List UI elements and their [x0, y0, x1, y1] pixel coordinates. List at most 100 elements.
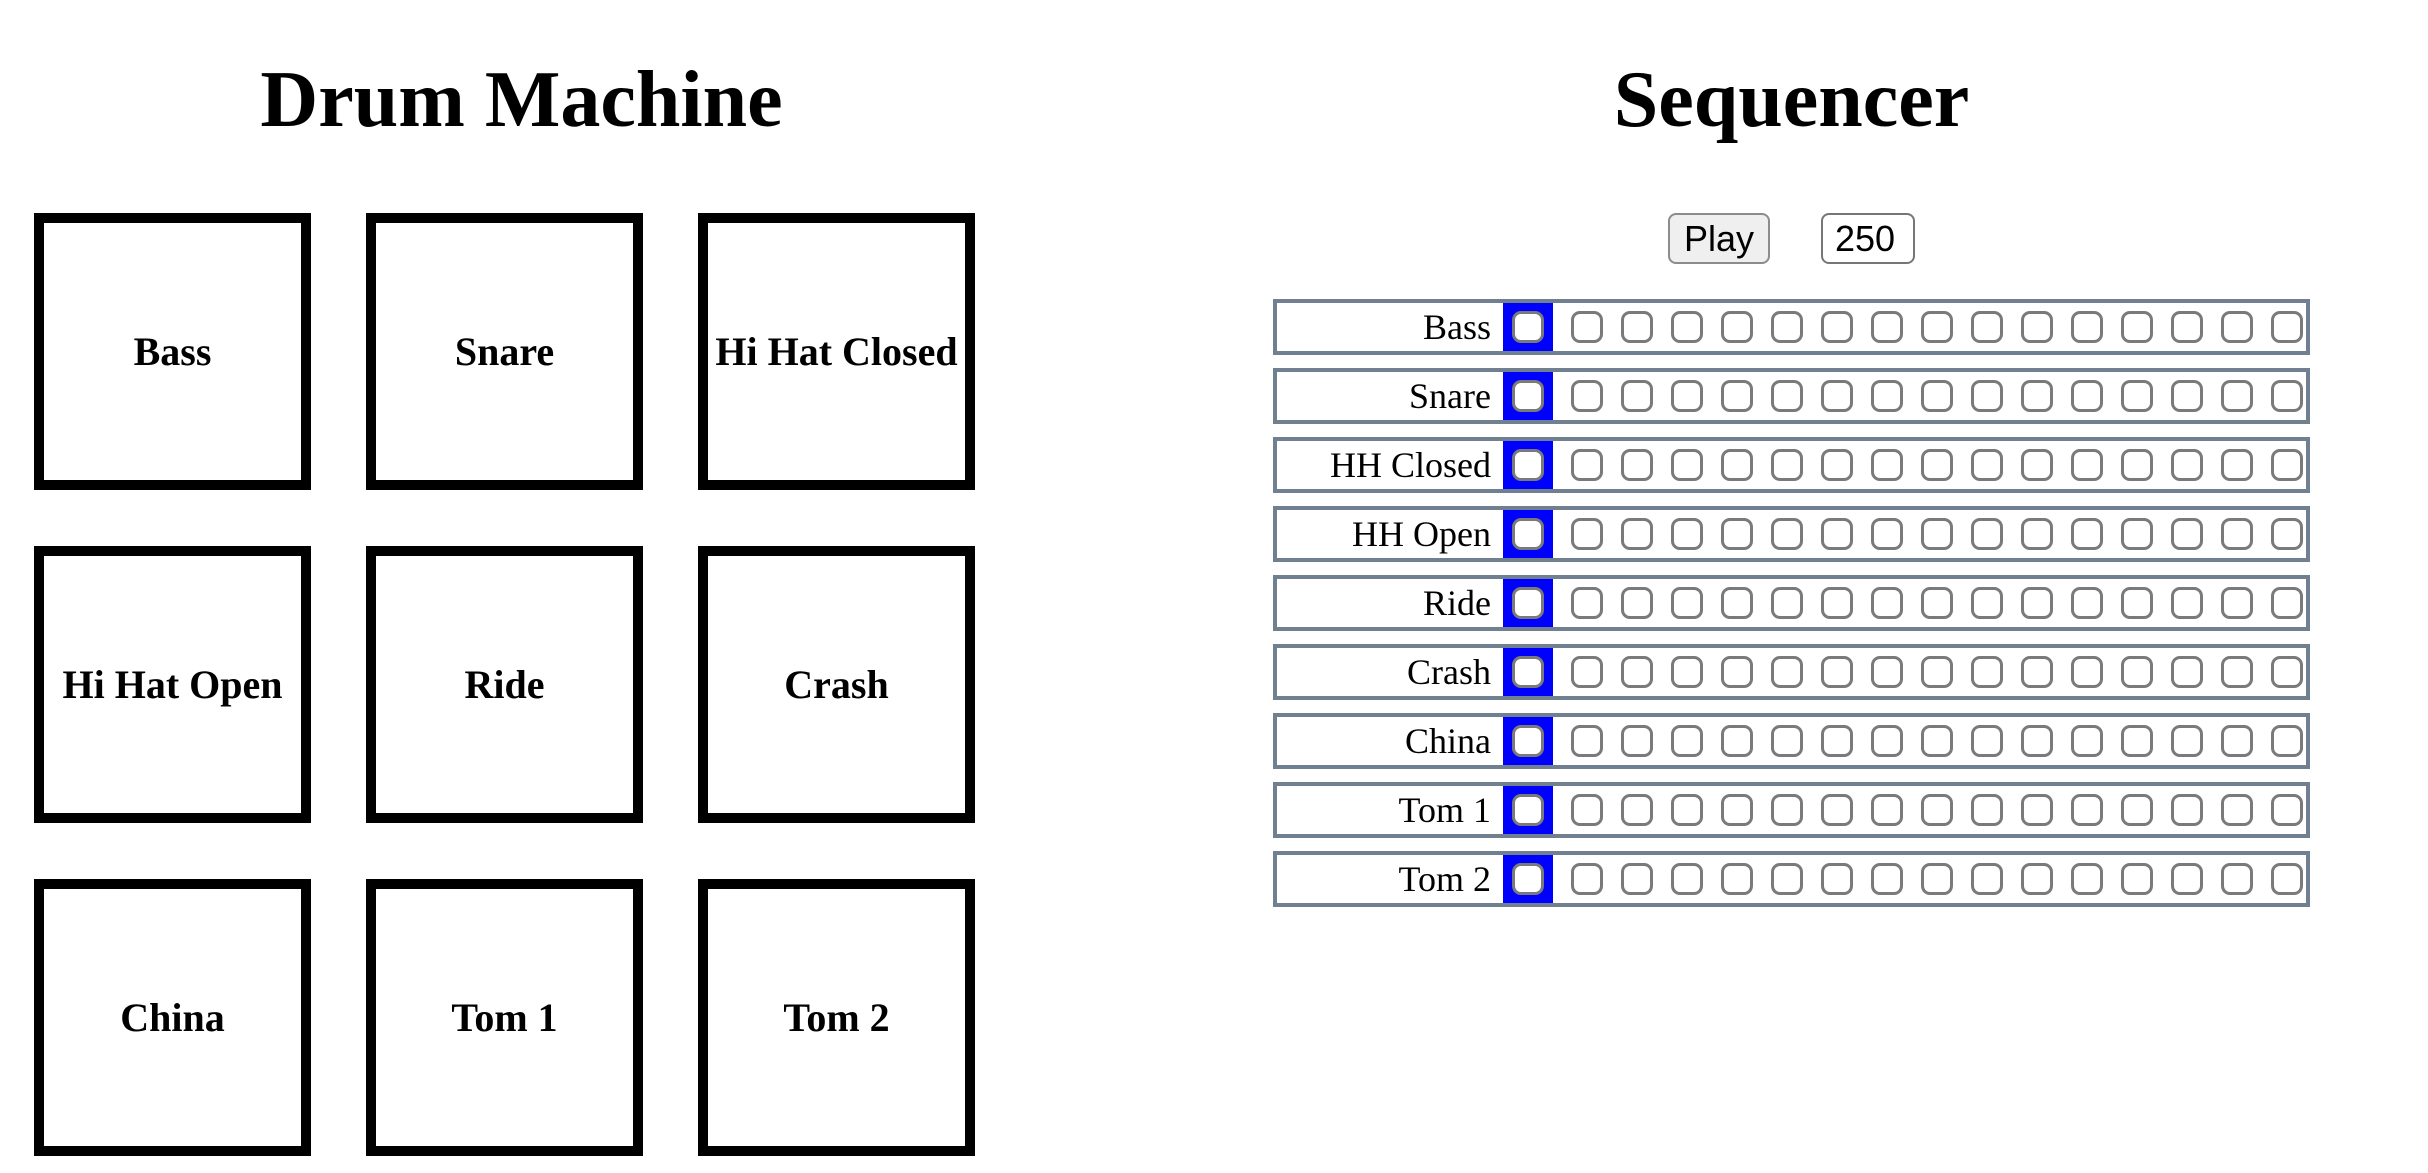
- step-checkbox[interactable]: [1621, 863, 1653, 895]
- drum-pad[interactable]: Hi Hat Open: [34, 546, 311, 823]
- step-checkbox[interactable]: [1971, 863, 2003, 895]
- step-checkbox[interactable]: [2271, 656, 2303, 688]
- step-checkbox[interactable]: [2221, 863, 2253, 895]
- step-checkbox[interactable]: [2221, 518, 2253, 550]
- step-checkbox[interactable]: [2221, 449, 2253, 481]
- step-checkbox[interactable]: [1771, 725, 1803, 757]
- step-checkbox[interactable]: [2221, 725, 2253, 757]
- step-checkbox[interactable]: [2071, 863, 2103, 895]
- step-checkbox[interactable]: [1512, 863, 1544, 895]
- step-checkbox[interactable]: [1721, 311, 1753, 343]
- step-checkbox[interactable]: [2221, 311, 2253, 343]
- step-checkbox[interactable]: [2021, 587, 2053, 619]
- step-checkbox[interactable]: [1971, 311, 2003, 343]
- step-checkbox[interactable]: [1871, 863, 1903, 895]
- step-checkbox[interactable]: [2121, 725, 2153, 757]
- step-checkbox[interactable]: [1671, 380, 1703, 412]
- step-checkbox[interactable]: [2171, 449, 2203, 481]
- step-checkbox[interactable]: [1512, 311, 1544, 343]
- step-checkbox[interactable]: [2221, 656, 2253, 688]
- step-checkbox[interactable]: [1671, 587, 1703, 619]
- step-checkbox[interactable]: [2021, 380, 2053, 412]
- step-checkbox[interactable]: [1671, 656, 1703, 688]
- step-checkbox[interactable]: [1721, 725, 1753, 757]
- step-checkbox[interactable]: [1571, 656, 1603, 688]
- drum-pad[interactable]: Ride: [366, 546, 643, 823]
- step-checkbox[interactable]: [2171, 656, 2203, 688]
- step-checkbox[interactable]: [1771, 794, 1803, 826]
- step-checkbox[interactable]: [1721, 794, 1753, 826]
- step-checkbox[interactable]: [2171, 794, 2203, 826]
- step-checkbox[interactable]: [1871, 518, 1903, 550]
- step-checkbox[interactable]: [1771, 311, 1803, 343]
- step-checkbox[interactable]: [2071, 794, 2103, 826]
- step-checkbox[interactable]: [1821, 311, 1853, 343]
- step-checkbox[interactable]: [2021, 656, 2053, 688]
- step-checkbox[interactable]: [2171, 587, 2203, 619]
- step-checkbox[interactable]: [2171, 863, 2203, 895]
- step-checkbox[interactable]: [1871, 587, 1903, 619]
- step-checkbox[interactable]: [2171, 311, 2203, 343]
- step-checkbox[interactable]: [2071, 656, 2103, 688]
- step-checkbox[interactable]: [1571, 587, 1603, 619]
- step-checkbox[interactable]: [1921, 449, 1953, 481]
- step-checkbox[interactable]: [1721, 656, 1753, 688]
- step-checkbox[interactable]: [2071, 725, 2103, 757]
- drum-pad[interactable]: Tom 2: [698, 879, 975, 1156]
- step-checkbox[interactable]: [1571, 863, 1603, 895]
- step-checkbox[interactable]: [1621, 449, 1653, 481]
- step-checkbox[interactable]: [2271, 518, 2303, 550]
- step-checkbox[interactable]: [1971, 794, 2003, 826]
- step-checkbox[interactable]: [2121, 380, 2153, 412]
- step-checkbox[interactable]: [2271, 725, 2303, 757]
- step-checkbox[interactable]: [1512, 518, 1544, 550]
- step-checkbox[interactable]: [2271, 449, 2303, 481]
- step-checkbox[interactable]: [1621, 656, 1653, 688]
- step-checkbox[interactable]: [1671, 449, 1703, 481]
- step-checkbox[interactable]: [1921, 518, 1953, 550]
- step-checkbox[interactable]: [1871, 656, 1903, 688]
- step-checkbox[interactable]: [1571, 311, 1603, 343]
- step-checkbox[interactable]: [2221, 587, 2253, 619]
- step-checkbox[interactable]: [1821, 587, 1853, 619]
- step-checkbox[interactable]: [1971, 725, 2003, 757]
- step-checkbox[interactable]: [1512, 587, 1544, 619]
- step-checkbox[interactable]: [2271, 863, 2303, 895]
- step-checkbox[interactable]: [1821, 380, 1853, 412]
- step-checkbox[interactable]: [1971, 518, 2003, 550]
- drum-pad[interactable]: Hi Hat Closed: [698, 213, 975, 490]
- step-checkbox[interactable]: [1621, 518, 1653, 550]
- step-checkbox[interactable]: [1571, 380, 1603, 412]
- step-checkbox[interactable]: [1721, 380, 1753, 412]
- step-checkbox[interactable]: [2121, 311, 2153, 343]
- step-checkbox[interactable]: [2171, 725, 2203, 757]
- step-checkbox[interactable]: [1921, 863, 1953, 895]
- step-checkbox[interactable]: [2121, 863, 2153, 895]
- step-checkbox[interactable]: [2121, 449, 2153, 481]
- step-checkbox[interactable]: [2071, 311, 2103, 343]
- step-checkbox[interactable]: [2221, 380, 2253, 412]
- step-checkbox[interactable]: [1771, 518, 1803, 550]
- step-checkbox[interactable]: [1621, 380, 1653, 412]
- step-checkbox[interactable]: [1971, 656, 2003, 688]
- step-checkbox[interactable]: [2221, 794, 2253, 826]
- step-checkbox[interactable]: [1512, 656, 1544, 688]
- step-checkbox[interactable]: [1771, 380, 1803, 412]
- step-checkbox[interactable]: [1971, 449, 2003, 481]
- step-checkbox[interactable]: [2021, 794, 2053, 826]
- step-checkbox[interactable]: [1871, 794, 1903, 826]
- step-checkbox[interactable]: [2171, 380, 2203, 412]
- step-checkbox[interactable]: [2021, 449, 2053, 481]
- step-checkbox[interactable]: [1971, 380, 2003, 412]
- step-checkbox[interactable]: [1821, 518, 1853, 550]
- step-checkbox[interactable]: [1721, 449, 1753, 481]
- step-checkbox[interactable]: [1621, 725, 1653, 757]
- step-checkbox[interactable]: [1921, 725, 1953, 757]
- step-checkbox[interactable]: [1921, 380, 1953, 412]
- drum-pad[interactable]: Tom 1: [366, 879, 643, 1156]
- step-checkbox[interactable]: [1821, 656, 1853, 688]
- step-checkbox[interactable]: [2021, 725, 2053, 757]
- step-checkbox[interactable]: [1671, 794, 1703, 826]
- step-checkbox[interactable]: [1512, 449, 1544, 481]
- step-checkbox[interactable]: [1512, 725, 1544, 757]
